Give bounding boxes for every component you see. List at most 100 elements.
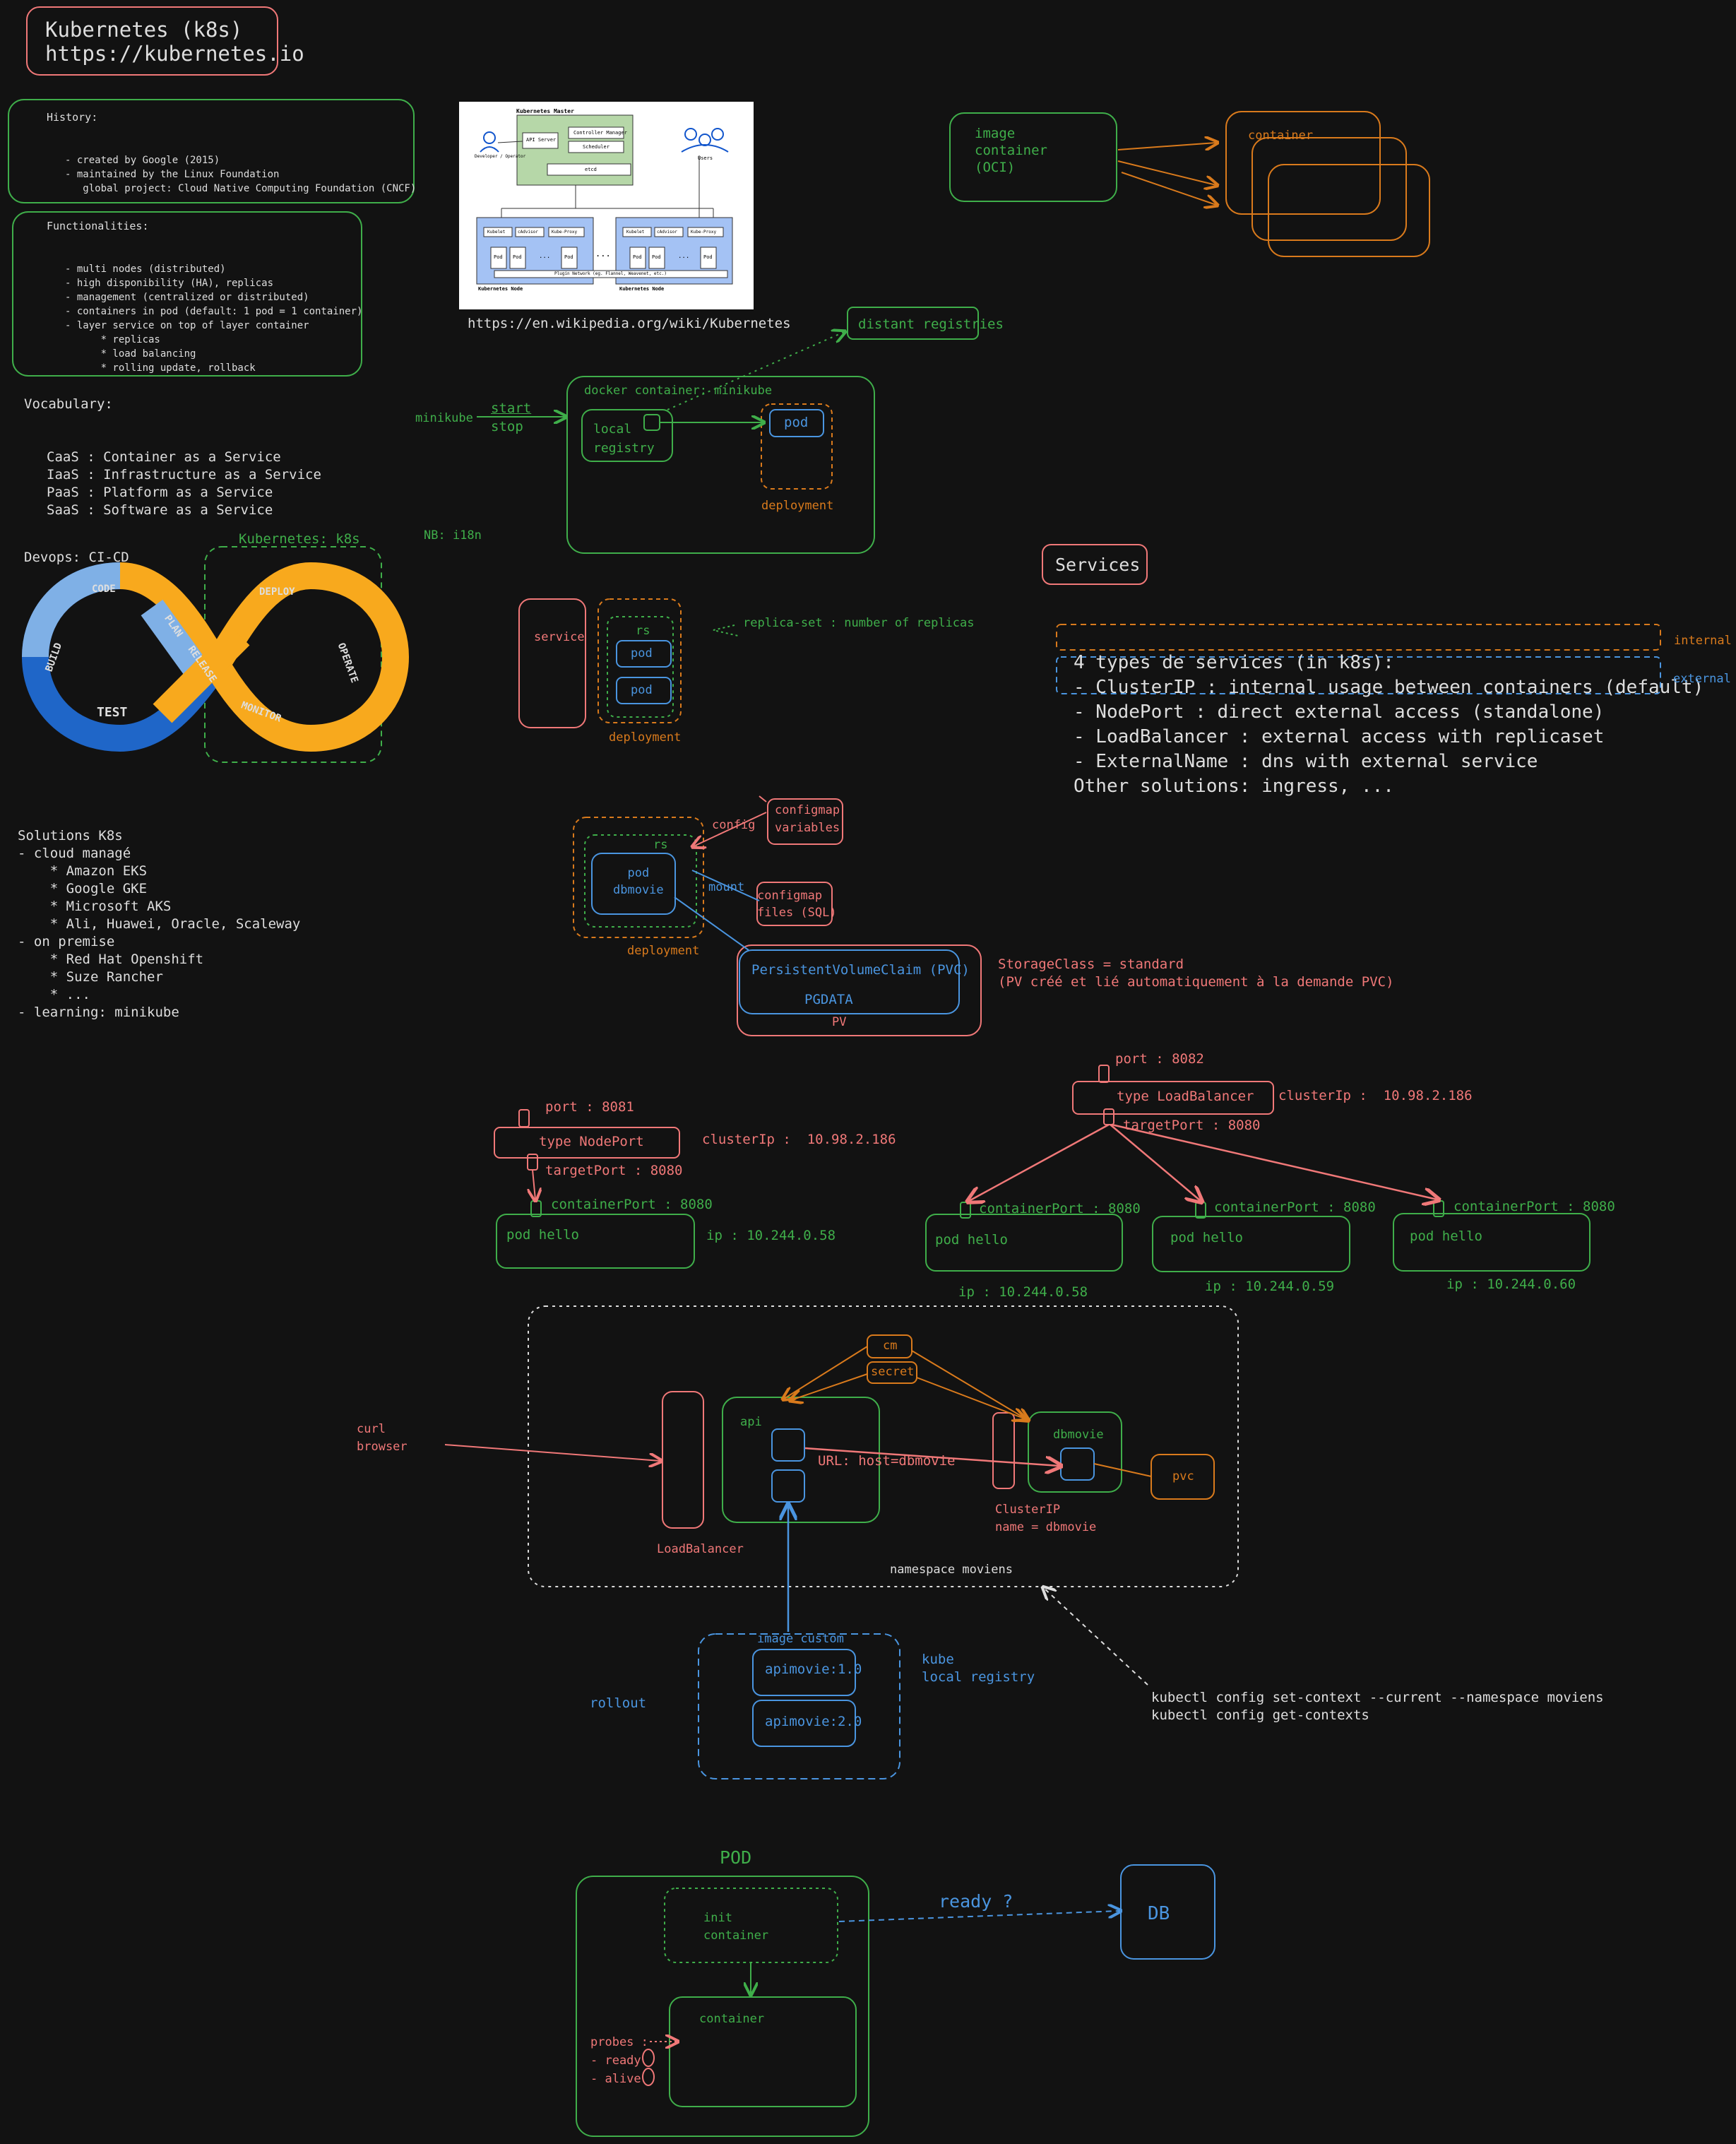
lb-type-label: type LoadBalancer bbox=[1117, 1089, 1254, 1104]
lb-pod-1-label: pod hello bbox=[935, 1232, 1008, 1248]
rs-pod-1 bbox=[616, 640, 672, 668]
cm-label: cm bbox=[883, 1339, 898, 1353]
wiki-pod-3: Pod bbox=[564, 254, 573, 260]
image-custom-box bbox=[698, 1633, 900, 1779]
nodeport-clusterip-label: clusterIp : 10.98.2.186 bbox=[702, 1132, 896, 1147]
wiki-node-1: Kubernetes Node bbox=[478, 286, 523, 292]
wiki-dots-3: ... bbox=[595, 249, 611, 259]
db-deployment-box bbox=[573, 817, 704, 938]
container-box-1 bbox=[1225, 111, 1381, 215]
container-inner-label: container bbox=[699, 2012, 765, 2026]
secret-box bbox=[867, 1361, 917, 1384]
configmap-files-box bbox=[756, 882, 833, 926]
wiki-dots-2: ... bbox=[678, 253, 690, 260]
distant-registries-box bbox=[847, 307, 979, 340]
namespace-label: namespace moviens bbox=[890, 1563, 1013, 1577]
api-to-db-arrow bbox=[804, 1447, 1059, 1466]
services-title-box bbox=[1042, 544, 1148, 585]
title-line-2[interactable]: https://kubernetes.io bbox=[45, 42, 304, 66]
wiki-url[interactable]: https://en.wikipedia.org/wiki/Kubernetes bbox=[468, 316, 791, 331]
image-container-label: image container (OCI) bbox=[975, 126, 1047, 175]
external-highlight bbox=[1056, 656, 1661, 694]
wiki-users-label: Users bbox=[698, 155, 713, 161]
wiki-etcd-label: etcd bbox=[585, 167, 597, 172]
image-custom-label: image custom bbox=[757, 1632, 844, 1646]
lb-pod-2-label: pod hello bbox=[1170, 1230, 1243, 1245]
pv-label: PV bbox=[832, 1015, 847, 1029]
replica-set-note: replica-set : number of replicas bbox=[743, 616, 975, 630]
nodeport-cport-label: containerPort : 8080 bbox=[551, 1197, 713, 1212]
ready-arrow bbox=[838, 1911, 1119, 1922]
curl-arrow bbox=[444, 1444, 660, 1461]
rs-pod-2-label: pod bbox=[631, 683, 653, 697]
internal-highlight bbox=[1056, 624, 1661, 651]
image-container-box bbox=[949, 112, 1117, 202]
mount-label: mount bbox=[708, 880, 745, 894]
services-title: Services bbox=[1055, 555, 1141, 575]
kubectl-arrow bbox=[1044, 1588, 1148, 1686]
ready-question-label: ready ? bbox=[939, 1891, 1013, 1912]
lb-pod-3-label: pod hello bbox=[1410, 1228, 1482, 1244]
wiki-pod-2: Pod bbox=[513, 254, 522, 260]
wiki-proxy-2: Kube-Proxy bbox=[691, 230, 717, 235]
minikube-start: start bbox=[491, 401, 532, 416]
wiki-api-label: API Server bbox=[526, 137, 557, 143]
registry-to-distant-arrow bbox=[667, 332, 844, 410]
init-container-label: init container bbox=[703, 1911, 769, 1943]
rs-box bbox=[607, 616, 674, 718]
wiki-proxy-1: Kube-Proxy bbox=[552, 230, 578, 235]
pvc-label: PersistentVolumeClaim (PVC) bbox=[751, 962, 970, 978]
lb-port-square bbox=[1098, 1065, 1110, 1083]
lb-service-bar bbox=[662, 1391, 704, 1529]
history-box bbox=[8, 99, 415, 203]
pv-box bbox=[737, 944, 982, 1036]
pod-title: POD bbox=[720, 1847, 752, 1868]
alive-probe-icon bbox=[642, 2068, 655, 2086]
lb-arrow-3 bbox=[1111, 1123, 1437, 1200]
docker-minikube-box bbox=[566, 376, 875, 554]
container-box-2 bbox=[1252, 137, 1407, 241]
db-pod-box bbox=[591, 853, 676, 915]
storageclass-note: StorageClass = standard (PV créé et lié … bbox=[998, 956, 1394, 990]
mount-line bbox=[691, 870, 760, 901]
dbmovie-pod bbox=[1060, 1447, 1095, 1481]
dbmovie-label: dbmovie bbox=[1053, 1428, 1104, 1442]
wiki-kubelet-2: Kubelet bbox=[626, 230, 645, 235]
apimovie-2-label: apimovie:2.0 bbox=[765, 1714, 862, 1729]
lb-pod-1-box bbox=[925, 1214, 1123, 1272]
apimovie-1-box bbox=[752, 1649, 856, 1696]
container-inner-box bbox=[669, 1996, 857, 2107]
wiki-dots-1: ... bbox=[539, 253, 551, 260]
nodeport-target-square bbox=[527, 1154, 538, 1171]
rs-deployment-label: deployment bbox=[609, 730, 682, 745]
wiki-cadvisor-2: cAdvisor bbox=[657, 230, 677, 235]
rs-label: rs bbox=[636, 624, 650, 638]
loop-label-deploy: DEPLOY bbox=[259, 586, 295, 598]
internal-label: internal bbox=[1674, 634, 1732, 648]
db-rs-label: rs bbox=[653, 838, 668, 852]
lb-pod-1-ip: ip : 10.244.0.58 bbox=[958, 1284, 1088, 1300]
clusterip-bar bbox=[992, 1412, 1015, 1489]
db-deployment-label: deployment bbox=[627, 944, 700, 958]
cm-to-api-arrow bbox=[784, 1346, 868, 1399]
lb-pod-2-cport bbox=[1195, 1202, 1206, 1219]
db-pod-label: pod dbmovie bbox=[613, 866, 664, 897]
lb-type-box bbox=[1072, 1081, 1274, 1115]
kube-registry-label: kube local registry bbox=[922, 1652, 1035, 1685]
local-registry-box bbox=[581, 409, 673, 462]
pvc-small-box bbox=[1151, 1454, 1215, 1500]
secret-to-api-arrow bbox=[791, 1373, 868, 1400]
external-label: external bbox=[1673, 672, 1731, 686]
minikube-stop: stop bbox=[491, 419, 523, 434]
rs-note-arrow bbox=[713, 624, 739, 636]
api-label: api bbox=[740, 1415, 762, 1429]
lb-pod-3-ip: ip : 10.244.0.60 bbox=[1446, 1277, 1576, 1292]
wiki-sched-label: Scheduler bbox=[583, 144, 610, 150]
nodeport-port-label: port : 8081 bbox=[545, 1099, 634, 1115]
minikube-deployment-box bbox=[761, 403, 833, 490]
title-box bbox=[26, 6, 278, 76]
lb-target-label: targetPort : 8080 bbox=[1123, 1118, 1261, 1133]
minikube-label: minikube bbox=[415, 411, 473, 425]
lb-pod-2-cport-label: containerPort : 8080 bbox=[1214, 1200, 1376, 1215]
